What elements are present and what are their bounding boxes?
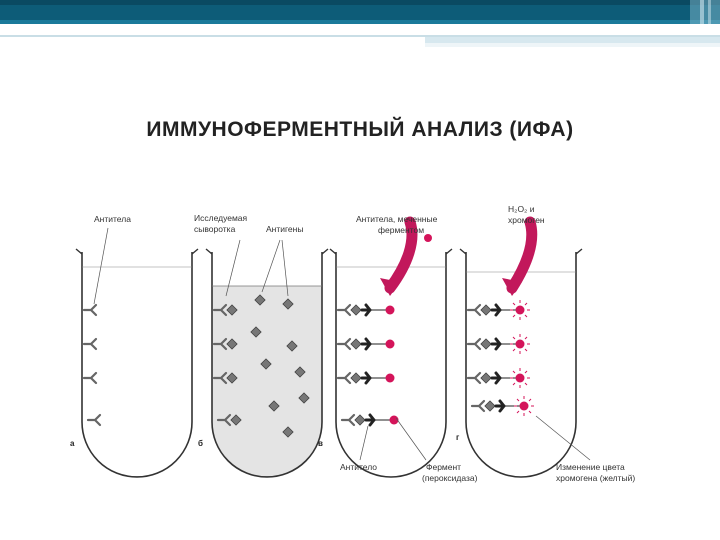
label-antibodies: Антитела <box>94 214 131 224</box>
panel-letter-b: б <box>198 439 203 448</box>
label-antigens: Антигены <box>266 224 303 234</box>
tube-a: Антитела а <box>70 214 199 478</box>
tube-b: Исследуемая сыворотка Антигены б <box>194 213 329 478</box>
label-color-line2: хромогена (желтый) <box>556 473 635 483</box>
label-enzyme-line2: (пероксидаза) <box>422 473 478 483</box>
label-antibody: Антитело <box>340 462 377 472</box>
header-bar <box>0 0 720 24</box>
header-underline <box>0 35 720 47</box>
enzyme-dot-icon <box>424 234 432 242</box>
label-enzyme-line1: Фермент <box>426 462 461 472</box>
label-color-line1: Изменение цвета <box>556 462 625 472</box>
label-labeled-line1: Антитела, меченные <box>356 214 438 224</box>
panel-letter-a: а <box>70 439 75 448</box>
label-h2o2-line1: H₂O₂ и <box>508 204 535 214</box>
elisa-diagram: Антитела а Исследуемая сыворотка Антиген… <box>70 204 635 483</box>
tube-c: Антитела, меченные ферментом Антитело Фе… <box>318 214 478 483</box>
label-serum-line2: сыворотка <box>194 224 236 234</box>
label-labeled-line2: ферментом <box>378 225 424 235</box>
panel-letter-c: в <box>318 439 323 448</box>
color-change-icon <box>466 300 534 416</box>
tube-d: H₂O₂ и хромоген Изменение цвета хромоген… <box>456 204 635 483</box>
immobilized-antibody-icon <box>82 303 102 427</box>
panel-letter-d: г <box>456 433 460 442</box>
arrow-icon <box>506 216 538 294</box>
label-h2o2-line2: хромоген <box>508 215 545 225</box>
sandwich-complex-icon <box>336 303 399 427</box>
label-serum-line1: Исследуемая <box>194 213 248 223</box>
slide-title: ИММУНОФЕРМЕНТНЫЙ АНАЛИЗ (ИФА) <box>146 118 574 141</box>
